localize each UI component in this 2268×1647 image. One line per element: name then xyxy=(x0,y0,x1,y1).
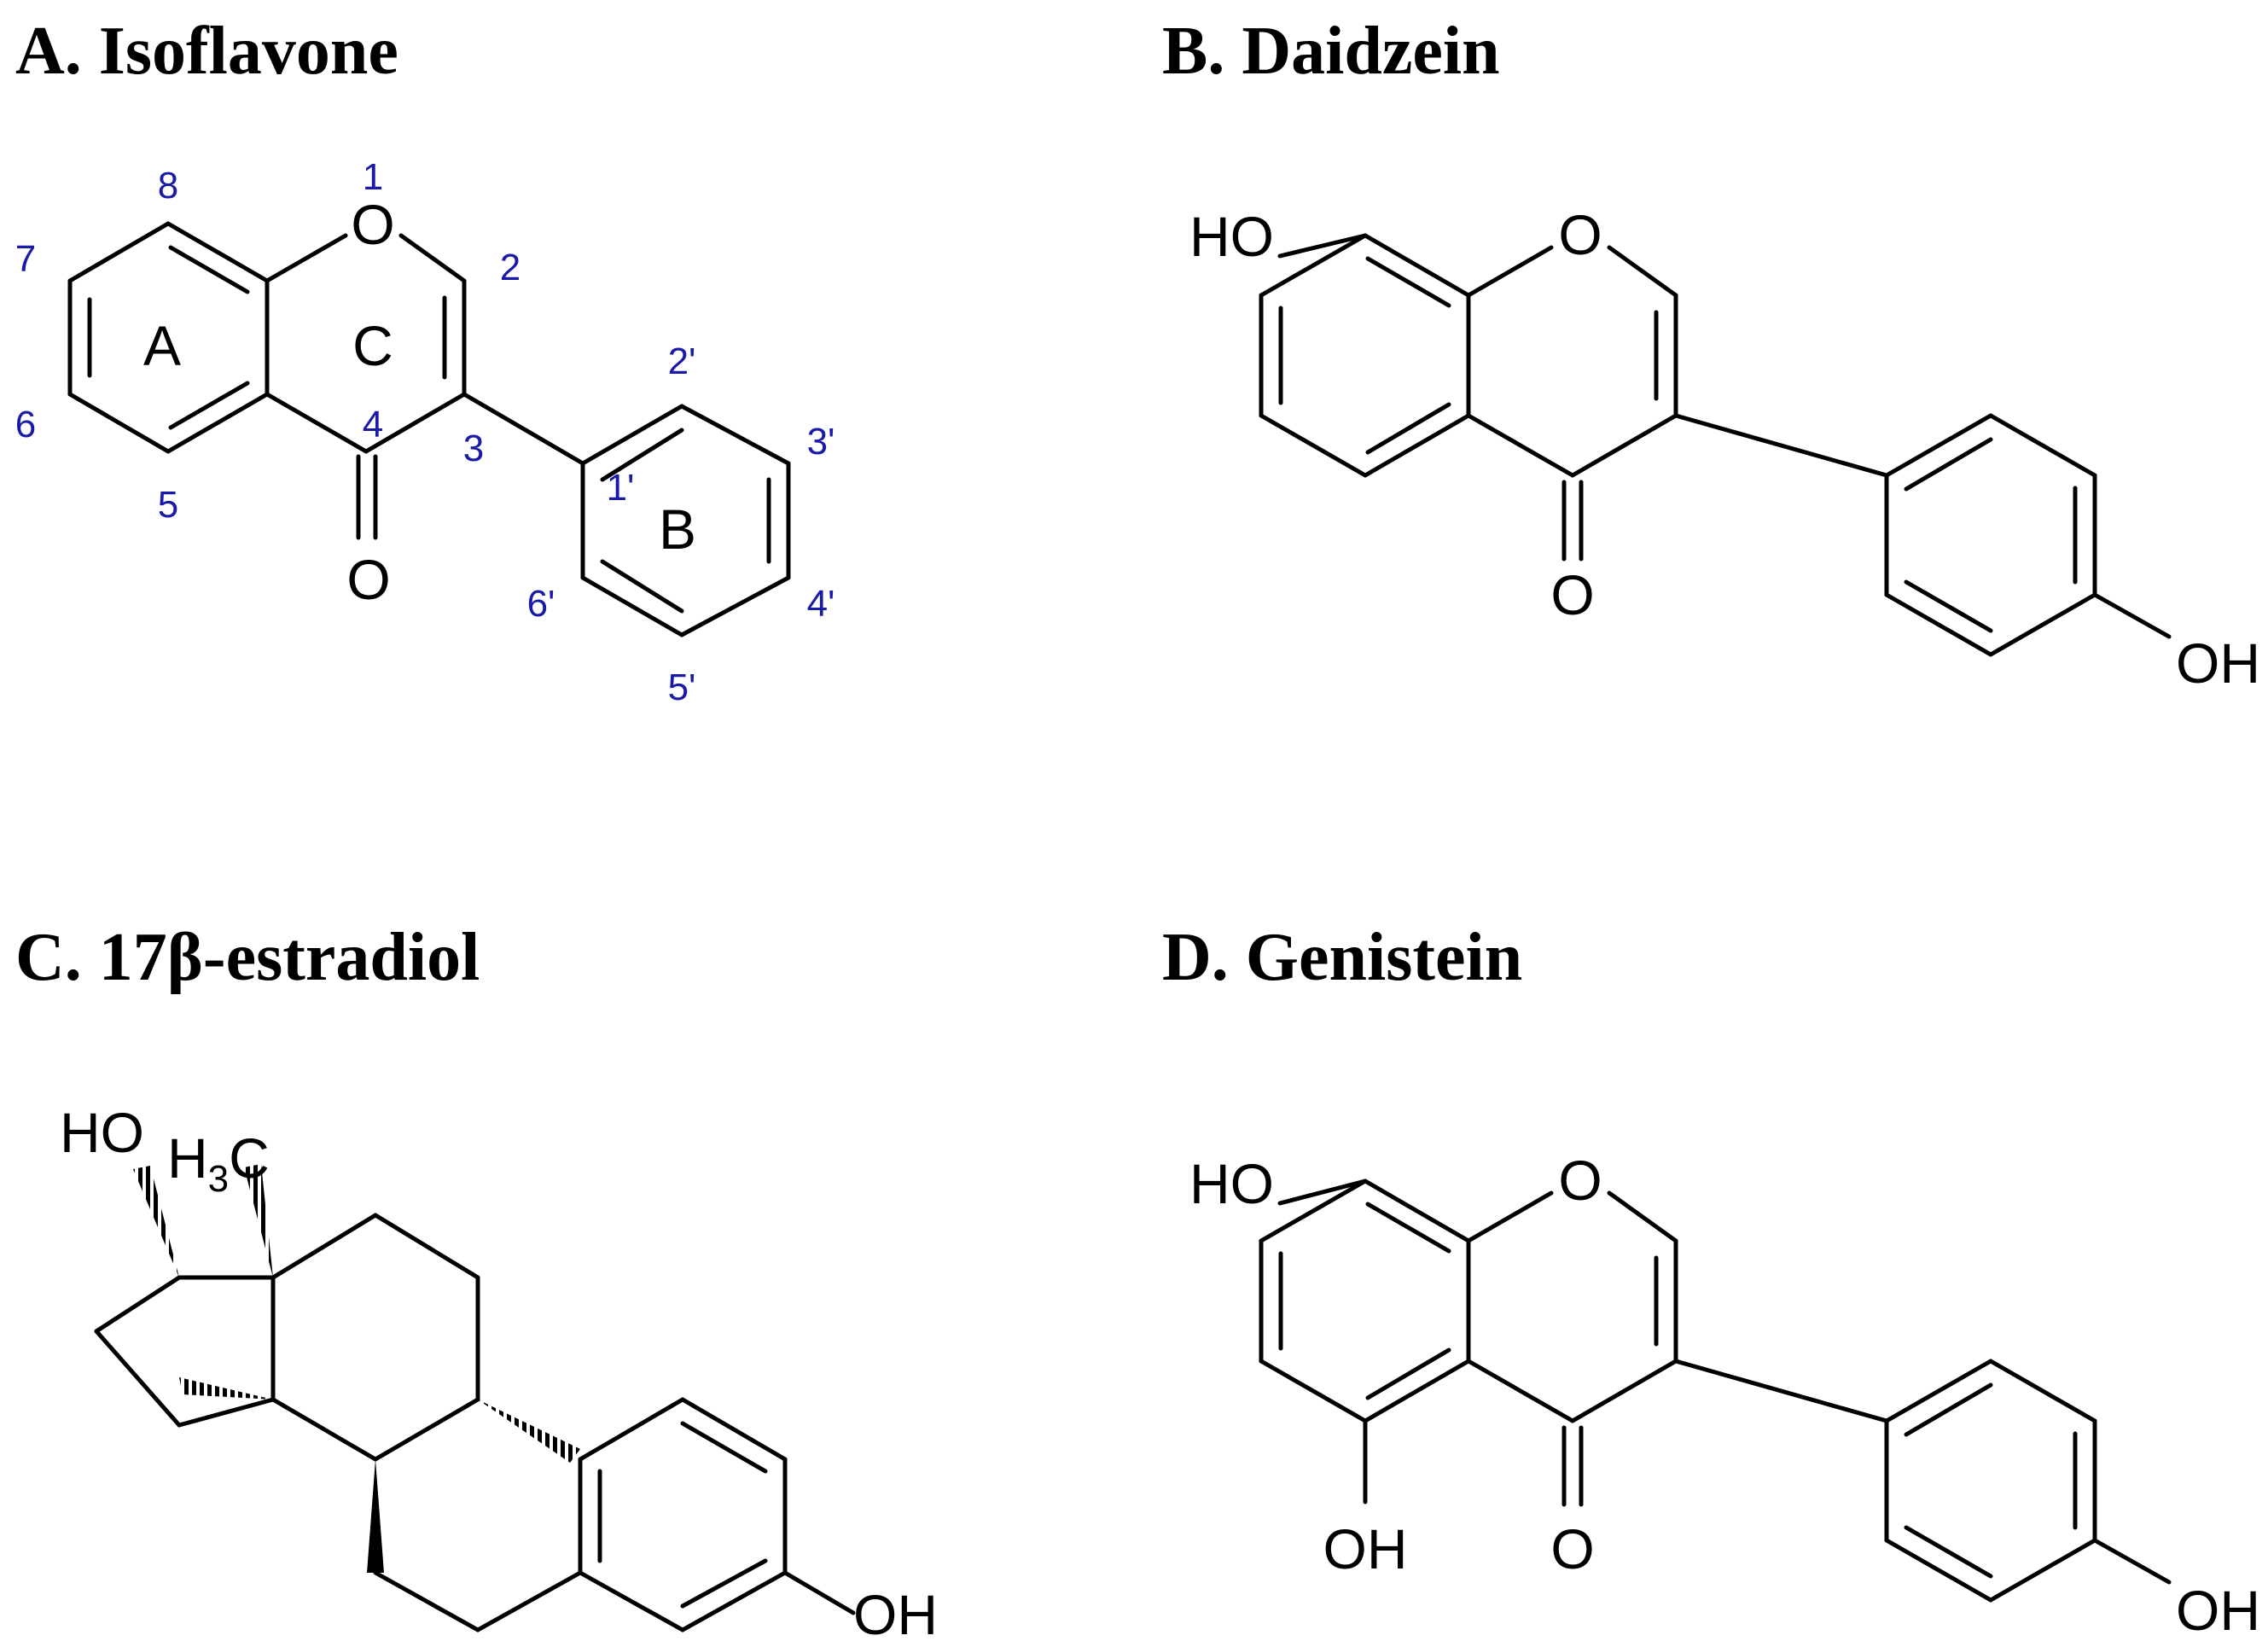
hashed-bond-9-hydrogen xyxy=(478,1400,580,1463)
estradiol-structure: HO H3C OH xyxy=(60,1101,938,1646)
genistein-structure: HO O OH O OH xyxy=(1189,1149,2260,1642)
panel-b-title: B. Daidzein xyxy=(1162,14,1500,89)
position-number-4: 4 xyxy=(363,404,383,445)
panel-c-title: C. 17β-estradiol xyxy=(15,920,480,995)
genistein-ring-oxygen: O xyxy=(1558,1149,1602,1212)
position-number-5-prime: 5' xyxy=(668,666,696,708)
position-number-8: 8 xyxy=(158,165,178,207)
position-number-5: 5 xyxy=(158,484,178,526)
wedge-bond-8-hydrogen xyxy=(367,1459,384,1573)
position-number-3: 3 xyxy=(463,428,484,469)
hashed-bond-14-hydrogen xyxy=(179,1377,273,1400)
isoflavone-ring-oxygen: O xyxy=(351,193,394,256)
panel-a-title: A. Isoflavone xyxy=(15,14,398,89)
estradiol-stereo-bonds xyxy=(133,1164,580,1573)
genistein-carbonyl-oxygen: O xyxy=(1550,1517,1594,1580)
position-number-6-prime: 6' xyxy=(527,583,555,625)
daidzein-bonds xyxy=(1259,233,2172,657)
estradiol-17-hydroxyl: HO xyxy=(60,1101,144,1164)
daidzein-carbonyl-oxygen: O xyxy=(1550,563,1594,626)
estradiol-bonds xyxy=(94,1213,856,1632)
genistein-bonds xyxy=(1259,1179,2172,1603)
estradiol-methyl-group: H3C xyxy=(167,1126,270,1200)
genistein-4-prime-hydroxyl: OH xyxy=(2176,1579,2260,1642)
daidzein-4-prime-hydroxyl: OH xyxy=(2176,631,2260,695)
position-number-1-prime: 1' xyxy=(607,467,635,509)
ring-label-a: A xyxy=(143,314,181,377)
daidzein-ring-oxygen: O xyxy=(1558,203,1602,266)
position-number-2: 2 xyxy=(500,247,520,288)
position-number-2-prime: 2' xyxy=(668,340,696,382)
daidzein-structure: HO O O OH xyxy=(1189,203,2260,695)
position-number-4-prime: 4' xyxy=(807,583,835,625)
hashed-bond-13-methyl xyxy=(244,1164,273,1277)
position-number-7: 7 xyxy=(15,238,36,280)
ring-label-c: C xyxy=(352,314,393,377)
isoflavone-structure: O O A C B 1 2 3 4 5 6 7 8 1' 2' 3' 4' 5'… xyxy=(15,156,835,708)
position-number-6: 6 xyxy=(15,404,36,445)
genistein-5-hydroxyl: OH xyxy=(1323,1517,1408,1580)
hashed-bond-17-hydroxyl xyxy=(133,1166,179,1277)
panel-d-title: D. Genistein xyxy=(1162,920,1523,995)
estradiol-3-hydroxyl: OH xyxy=(853,1583,938,1646)
daidzein-7-hydroxyl: HO xyxy=(1189,205,1274,268)
genistein-7-hydroxyl: HO xyxy=(1189,1152,1274,1215)
ring-label-b: B xyxy=(659,498,696,561)
position-number-1: 1 xyxy=(363,156,383,198)
isoflavone-bonds xyxy=(67,221,791,637)
position-number-3-prime: 3' xyxy=(807,421,835,463)
isoflavone-carbonyl-oxygen: O xyxy=(346,548,390,611)
